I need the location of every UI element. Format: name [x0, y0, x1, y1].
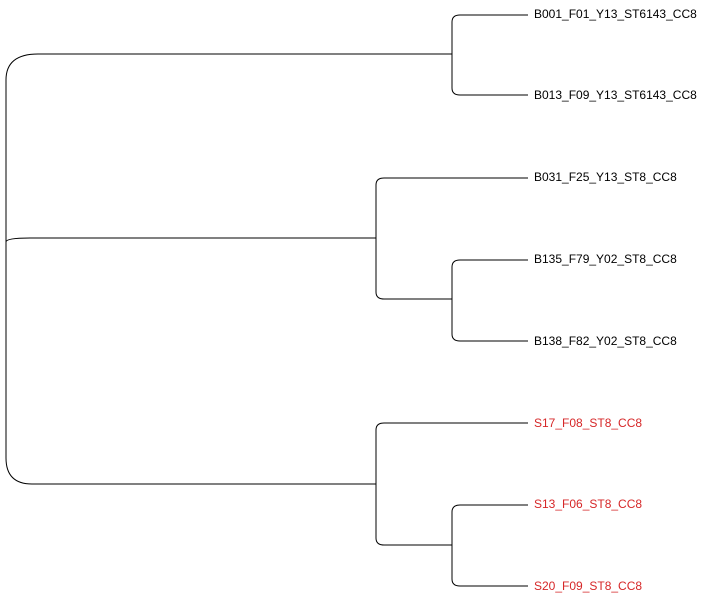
leaf-label: B031_F25_Y13_ST8_CC8	[534, 170, 677, 184]
leaf-label: S20_F09_ST8_CC8	[534, 579, 642, 593]
leaf-label: B013_F09_Y13_ST6143_CC8	[534, 88, 697, 102]
clade-a-connector	[451, 14, 461, 96]
clade-c2-connector	[451, 504, 461, 587]
leaf-label: S17_F08_ST8_CC8	[534, 416, 642, 430]
branch-root-to-clade-b	[5, 237, 376, 243]
leaf-label: B001_F01_Y13_ST6143_CC8	[534, 7, 697, 21]
root-connector	[5, 53, 39, 485]
leaf-label: B135_F79_Y02_ST8_CC8	[534, 252, 677, 266]
clade-c-connector	[375, 422, 452, 546]
leaf-label: B138_F82_Y02_ST8_CC8	[534, 334, 677, 348]
leaf-label: S13_F06_ST8_CC8	[534, 497, 642, 511]
clade-b-connector	[375, 177, 452, 300]
clade-b2-connector	[451, 259, 461, 342]
